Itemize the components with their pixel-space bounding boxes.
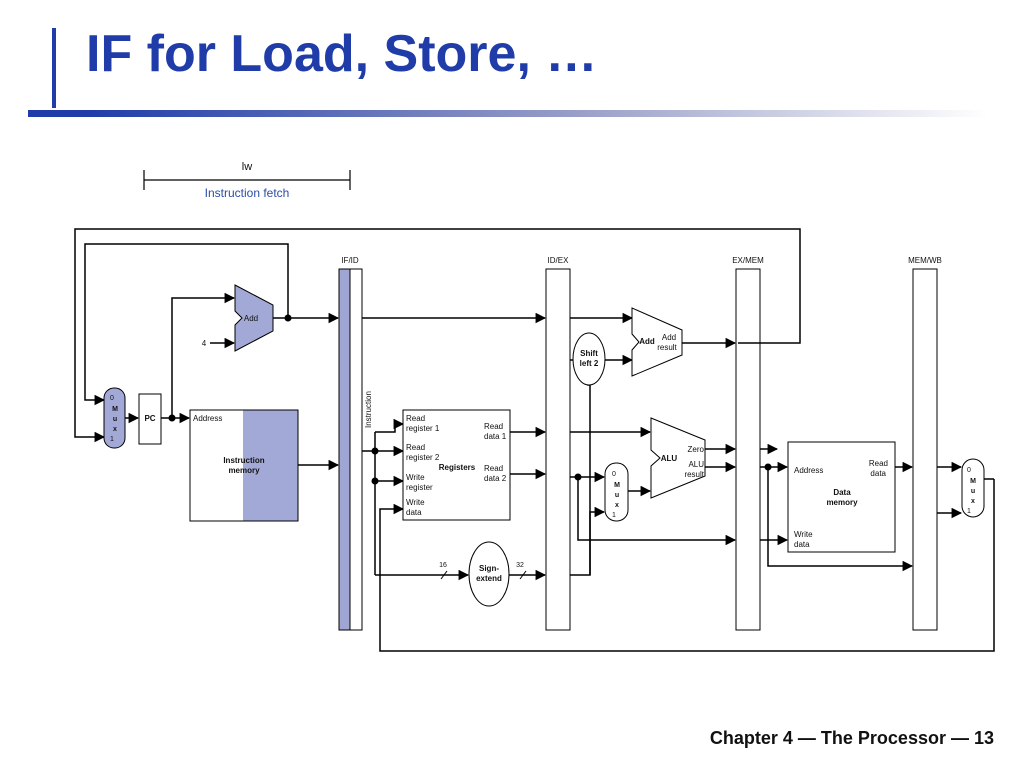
alu-result-b: result	[684, 470, 704, 479]
alu-mux	[604, 462, 629, 522]
stage-bracket	[143, 170, 351, 190]
reg-read-data2-a: Read	[484, 464, 503, 473]
shift-left-line2: left 2	[580, 359, 599, 368]
slide-footer: Chapter 4 — The Processor — 13	[709, 728, 994, 748]
reg-read-reg1-a: Read	[406, 414, 425, 423]
pc-mux-in1: 1	[110, 436, 114, 443]
dmem-label-line1: Data	[833, 488, 851, 497]
constant-four: 4	[202, 339, 207, 348]
id-ex-label: ID/EX	[548, 256, 570, 265]
alu-mux-x: x	[615, 502, 619, 509]
dmem-read-b: data	[870, 469, 886, 478]
mem-wb-label: MEM/WB	[908, 256, 942, 265]
registers-label: Registers	[439, 463, 476, 472]
branch-adder-result-a: Add	[662, 333, 676, 342]
branch-adder-label: Add	[639, 337, 655, 346]
imem-label-line1: Instruction	[223, 456, 264, 465]
junction-dots	[168, 314, 772, 485]
alu-mux-u: u	[615, 492, 619, 499]
alu	[650, 417, 706, 499]
sign-extend-line1: Sign-	[479, 564, 499, 573]
alu-mux-in1: 1	[612, 512, 616, 519]
wb-mux	[961, 458, 985, 518]
shift-left-line1: Shift	[580, 349, 598, 358]
dmem-read-a: Read	[869, 459, 888, 468]
stage-caption: Instruction fetch	[205, 186, 290, 200]
pc-label: PC	[144, 414, 155, 423]
wb-mux-in1: 1	[967, 508, 971, 515]
alu-zero-label: Zero	[688, 445, 705, 454]
imem-address-label: Address	[193, 414, 222, 423]
pc-mux-u: u	[113, 416, 117, 423]
slide-title: IF for Load, Store, …	[86, 25, 598, 83]
pc-adder-label: Add	[244, 314, 258, 323]
bus-width-tick-32	[519, 570, 527, 580]
pc-mux-m: M	[112, 406, 118, 413]
alu-mux-m: M	[614, 482, 620, 489]
wb-mux-in0: 0	[967, 467, 971, 474]
pc-adder	[234, 284, 274, 352]
sign-extend-line2: extend	[476, 574, 502, 583]
dmem-write-b: data	[794, 540, 810, 549]
reg-read-data2-b: data 2	[484, 474, 507, 483]
reg-write-reg-a: Write	[406, 473, 425, 482]
dmem-write-a: Write	[794, 530, 813, 539]
branch-adder	[631, 307, 683, 377]
bus-width-tick-16	[440, 570, 448, 580]
alu-label: ALU	[661, 454, 678, 463]
register-file	[402, 409, 511, 521]
reg-read-data1-b: data 1	[484, 432, 507, 441]
reg-write-data-a: Write	[406, 498, 425, 507]
if-id-label: IF/ID	[341, 256, 359, 265]
reg-read-data1-a: Read	[484, 422, 503, 431]
data-memory	[787, 441, 896, 553]
wb-mux-x: x	[971, 498, 975, 505]
if-id-register-highlight	[338, 268, 351, 631]
instruction-bus-label: Instruction	[364, 391, 373, 428]
sign-extend-out-bits: 32	[516, 562, 524, 569]
pc-mux	[103, 387, 126, 449]
title-rule-dark	[28, 110, 88, 117]
wb-mux-u: u	[971, 488, 975, 495]
title-rule-gradient	[88, 110, 988, 117]
branch-adder-result-b: result	[657, 343, 677, 352]
pc-mux-x: x	[113, 426, 117, 433]
dmem-address-label: Address	[794, 466, 823, 475]
reg-read-reg1-b: register 1	[406, 424, 440, 433]
reg-write-reg-b: register	[406, 483, 433, 492]
pc-register	[138, 393, 162, 445]
alu-result-a: ALU	[688, 460, 704, 469]
sign-extend-unit	[468, 541, 510, 607]
reg-write-data-b: data	[406, 508, 422, 517]
ex-mem-register	[735, 268, 761, 631]
reg-read-reg2-a: Read	[406, 443, 425, 452]
if-id-register	[349, 268, 363, 631]
dmem-label-line2: memory	[826, 498, 858, 507]
pc-mux-in0: 0	[110, 395, 114, 402]
id-ex-register	[545, 268, 571, 631]
alu-mux-in0: 0	[612, 471, 616, 478]
instruction-memory-highlight	[243, 410, 298, 521]
reg-read-reg2-b: register 2	[406, 453, 440, 462]
title-accent-bar	[52, 28, 56, 108]
wb-mux-m: M	[970, 478, 976, 485]
sign-extend-in-bits: 16	[439, 562, 447, 569]
shift-left-unit	[572, 332, 606, 386]
ex-mem-label: EX/MEM	[732, 256, 764, 265]
instruction-name: lw	[242, 161, 252, 173]
mem-wb-register	[912, 268, 938, 631]
imem-label-line2: memory	[228, 466, 260, 475]
